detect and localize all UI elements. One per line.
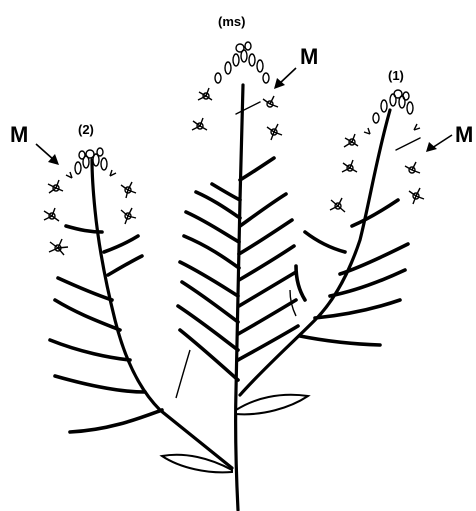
label-meristem-left: M — [10, 122, 28, 148]
cauline-leaf-left — [162, 455, 232, 473]
main-stem-flowers — [192, 42, 282, 140]
arrow-right — [426, 135, 452, 152]
arrow-left — [36, 144, 59, 165]
branch-1-stem — [240, 110, 390, 395]
label-main-stem: (ms) — [218, 14, 245, 29]
label-meristem-top: M — [300, 44, 318, 70]
branch-2-stem — [92, 160, 232, 468]
branch-2-lower-stalk — [176, 350, 190, 398]
branch-1-flowers — [330, 90, 424, 212]
branch-2-siliques — [50, 226, 162, 432]
cauline-leaf-right — [236, 395, 308, 415]
main-stem — [236, 85, 243, 510]
label-branch-2: (2) — [78, 122, 94, 137]
label-branch-1: (1) — [388, 68, 404, 83]
arrow-top — [274, 68, 296, 89]
label-meristem-right: M — [455, 122, 473, 148]
